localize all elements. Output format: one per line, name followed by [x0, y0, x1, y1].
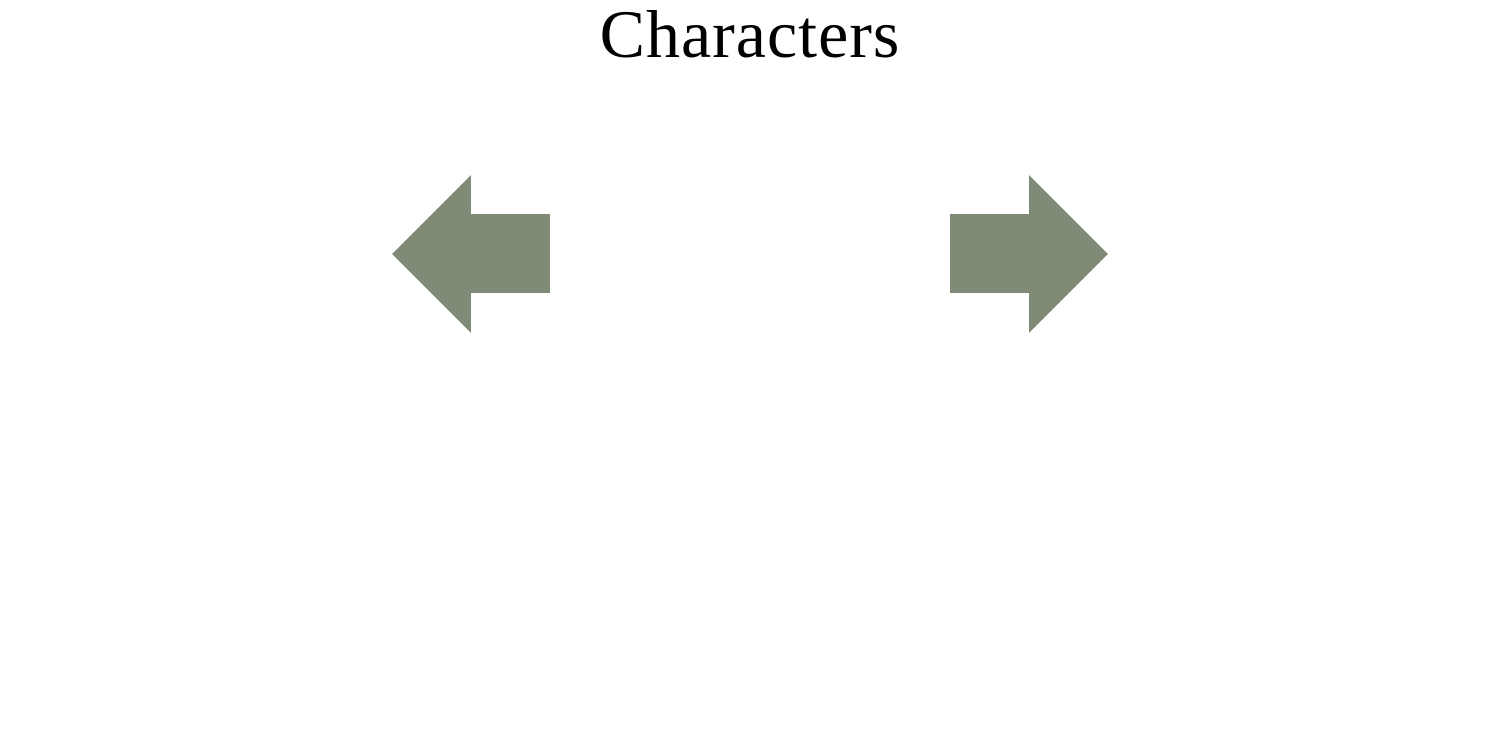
next-button[interactable] — [950, 175, 1108, 333]
previous-button[interactable] — [392, 175, 550, 333]
right-arrow-icon — [950, 175, 1108, 333]
page-title: Characters — [599, 0, 901, 72]
left-arrow-icon — [392, 175, 550, 333]
